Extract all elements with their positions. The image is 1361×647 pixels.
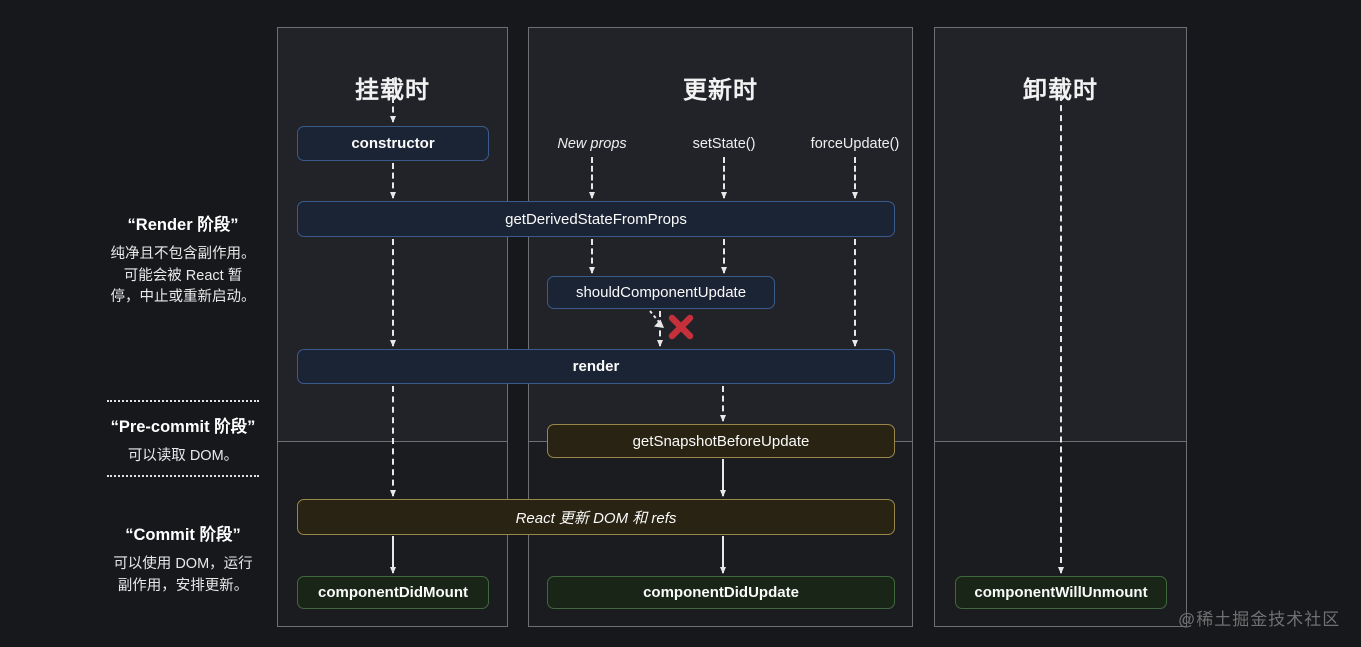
pre-commit-bottom-divider <box>107 475 259 477</box>
render-phase-desc-line1: 纯净且不包含副作用。 <box>110 246 256 262</box>
setstate-label: setState() <box>692 136 756 152</box>
updating-column-title: 更新时 <box>683 77 758 104</box>
juejin-watermark: @稀土掘金技术社区 <box>1178 610 1341 629</box>
cancel-update-x-icon <box>668 314 694 340</box>
arrow-constructor-to-gdsfp <box>390 163 396 199</box>
commit-phase-desc-line1: 可以使用 DOM，运行 <box>113 556 253 572</box>
arrow-forceupdate-bypass-to-render <box>852 239 858 347</box>
arrow-scu-to-render <box>657 311 663 347</box>
commit-phase-label: “Commit 阶段” 可以使用 DOM，运行 副作用，安排更新。 <box>92 521 274 597</box>
component-did-mount-box[interactable]: componentDidMount <box>297 576 489 609</box>
arrow-render-to-gsbu <box>720 386 726 422</box>
skip-update-cursor-arrow-icon <box>649 310 664 328</box>
new-props-label: New props <box>557 136 627 152</box>
arrow-reactupdate-to-didupdate <box>720 536 726 574</box>
react-updates-dom-box[interactable]: React 更新 DOM 和 refs <box>297 499 895 535</box>
arrow-render-to-reactupdate-mounting <box>390 386 396 497</box>
constructor-box[interactable]: constructor <box>297 126 489 161</box>
arrow-gdsfp-to-render-mounting <box>390 239 396 347</box>
should-component-update-box[interactable]: shouldComponentUpdate <box>547 276 775 309</box>
arrow-forceupdate-to-gdsfp <box>852 157 858 199</box>
get-snapshot-before-update-box[interactable]: getSnapshotBeforeUpdate <box>547 424 895 458</box>
arrow-gsbu-to-reactupdate <box>720 459 726 497</box>
forceupdate-label: forceUpdate() <box>810 136 900 152</box>
pre-commit-phase-desc-line1: 可以读取 DOM。 <box>127 448 239 464</box>
render-phase-desc-line2: 可能会被 React 暂 <box>123 267 243 284</box>
commit-phase-title: “Commit 阶段” <box>125 526 241 544</box>
get-derived-state-from-props-box[interactable]: getDerivedStateFromProps <box>297 201 895 237</box>
arrow-gdsfp-to-scu-left <box>589 239 595 274</box>
commit-phase-desc-line2: 副作用，安排更新。 <box>117 577 249 594</box>
pre-commit-phase-label: “Pre-commit 阶段” 可以读取 DOM。 <box>92 413 274 468</box>
arrow-reactupdate-to-didmount <box>390 536 396 574</box>
component-did-update-box[interactable]: componentDidUpdate <box>547 576 895 609</box>
pre-commit-top-divider <box>107 400 259 402</box>
component-will-unmount-box[interactable]: componentWillUnmount <box>955 576 1167 609</box>
pre-commit-phase-title: “Pre-commit 阶段” <box>110 418 256 436</box>
render-phase-label: “Render 阶段” 纯净且不包含副作用。 可能会被 React 暂 停，中止… <box>92 211 274 309</box>
arrow-gdsfp-to-scu-right <box>721 239 727 274</box>
arrow-setstate-to-gdsfp <box>721 157 727 199</box>
render-box[interactable]: render <box>297 349 895 384</box>
render-phase-title: “Render 阶段” <box>127 216 239 234</box>
arrow-newprops-to-gdsfp <box>589 157 595 199</box>
arrow-unmounting-to-willunmount <box>1058 85 1064 574</box>
arrow-mounting-start <box>390 78 396 123</box>
render-phase-desc-line3: 停，中止或重新启动。 <box>110 289 256 305</box>
